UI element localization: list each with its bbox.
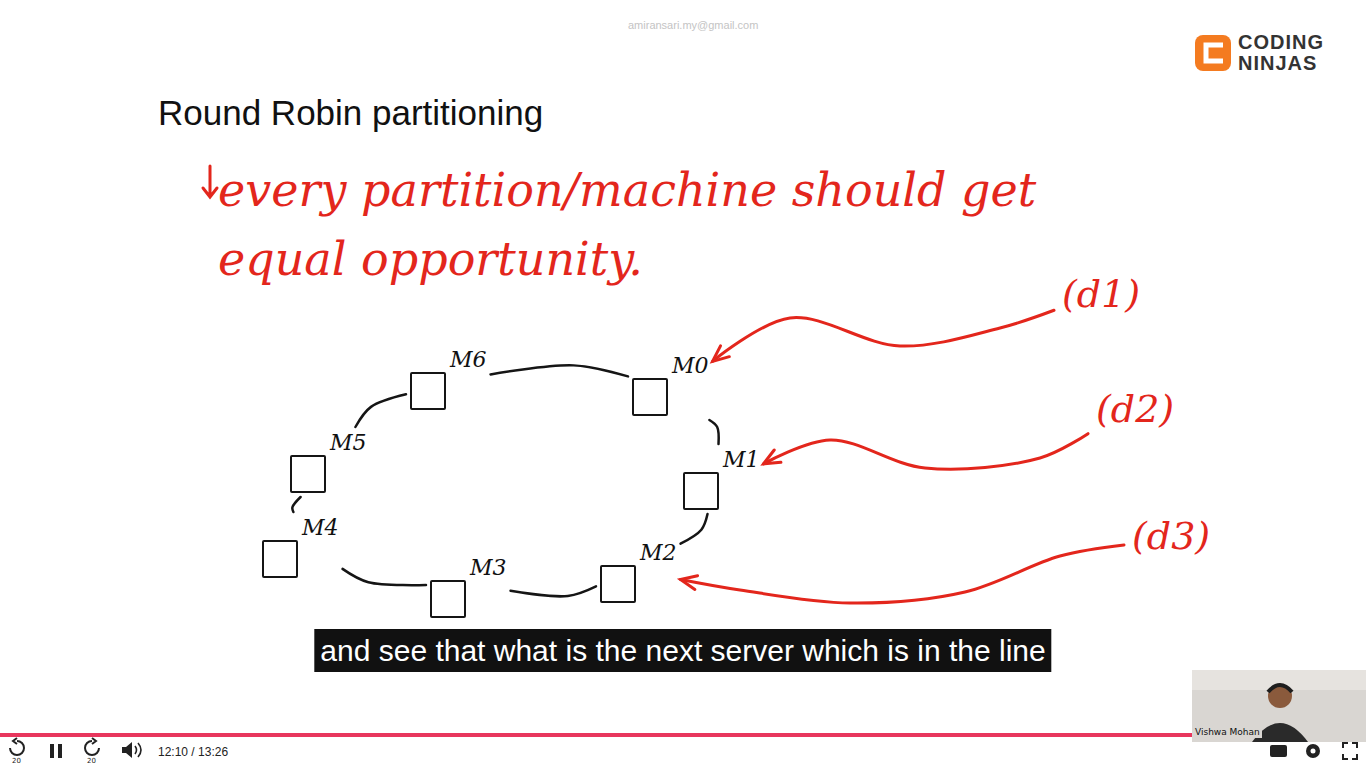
speaker-hair	[1268, 685, 1292, 692]
forward-head	[92, 738, 96, 744]
rewind-head	[13, 738, 17, 744]
slide-title: Round Robin partitioning	[158, 92, 543, 134]
progress-track	[0, 733, 1366, 737]
watermark: amiransari.my@gmail.com	[628, 19, 758, 31]
speaker-thumbnail	[1192, 670, 1366, 742]
volume-waves	[135, 743, 141, 757]
handwritten-note: every partition/machine should get equal…	[218, 156, 1158, 294]
machine-box: M1	[683, 472, 719, 510]
logo-mark	[1206, 45, 1223, 61]
volume-icon	[122, 742, 132, 758]
assignment-arrow	[713, 310, 1054, 361]
brand-logo-text: CODING NINJAS	[1238, 32, 1346, 74]
machine-label: M3	[470, 556, 507, 580]
pause-bar	[58, 744, 62, 758]
speaker-head	[1268, 684, 1292, 708]
machine-box: M6	[410, 372, 446, 410]
machine-label: M4	[302, 516, 339, 540]
ring-link	[681, 514, 708, 544]
ring-link	[355, 394, 406, 427]
assignment-arrow	[764, 434, 1088, 470]
data-item: (d1)	[1058, 270, 1144, 320]
ring-link	[709, 420, 718, 444]
machine-label: M6	[450, 348, 487, 372]
logo-icon	[1195, 35, 1231, 71]
ring-link	[511, 586, 596, 596]
settings-hole	[1311, 749, 1316, 754]
data-label: (d1)	[1062, 272, 1140, 318]
skip-seconds: 20	[87, 758, 96, 765]
subtitle: and see that what is the next server whi…	[314, 629, 1051, 672]
machine-label: M1	[723, 448, 760, 472]
machine-box: M2	[600, 565, 636, 603]
skip-seconds: 20	[12, 758, 21, 765]
machine-label: M2	[640, 541, 677, 565]
down-arrow	[203, 166, 217, 197]
machine-label: M0	[672, 354, 709, 378]
pause-bar	[50, 744, 54, 758]
assignment-arrow	[681, 545, 1124, 603]
data-item: (d3)	[1128, 512, 1214, 562]
caption-icon	[1270, 745, 1287, 757]
data-label: (d2)	[1096, 387, 1174, 433]
time-display: 12:10 / 13:26	[158, 745, 228, 759]
fullscreen-icon	[1343, 743, 1357, 759]
settings-icon	[1306, 744, 1320, 758]
ring-link	[292, 497, 300, 512]
data-label: (d3)	[1132, 514, 1210, 560]
data-item: (d2)	[1092, 385, 1178, 435]
machine-box: M3	[430, 580, 466, 618]
machine-label: M5	[330, 431, 367, 455]
ring-link	[491, 365, 628, 376]
machine-box: M5	[290, 455, 326, 493]
machine-box: M0	[632, 378, 668, 416]
ring-link	[343, 569, 426, 585]
machine-box: M4	[262, 540, 298, 578]
speaker-name: Vishwa Mohan	[1193, 728, 1262, 738]
progress-fill	[0, 733, 1240, 737]
